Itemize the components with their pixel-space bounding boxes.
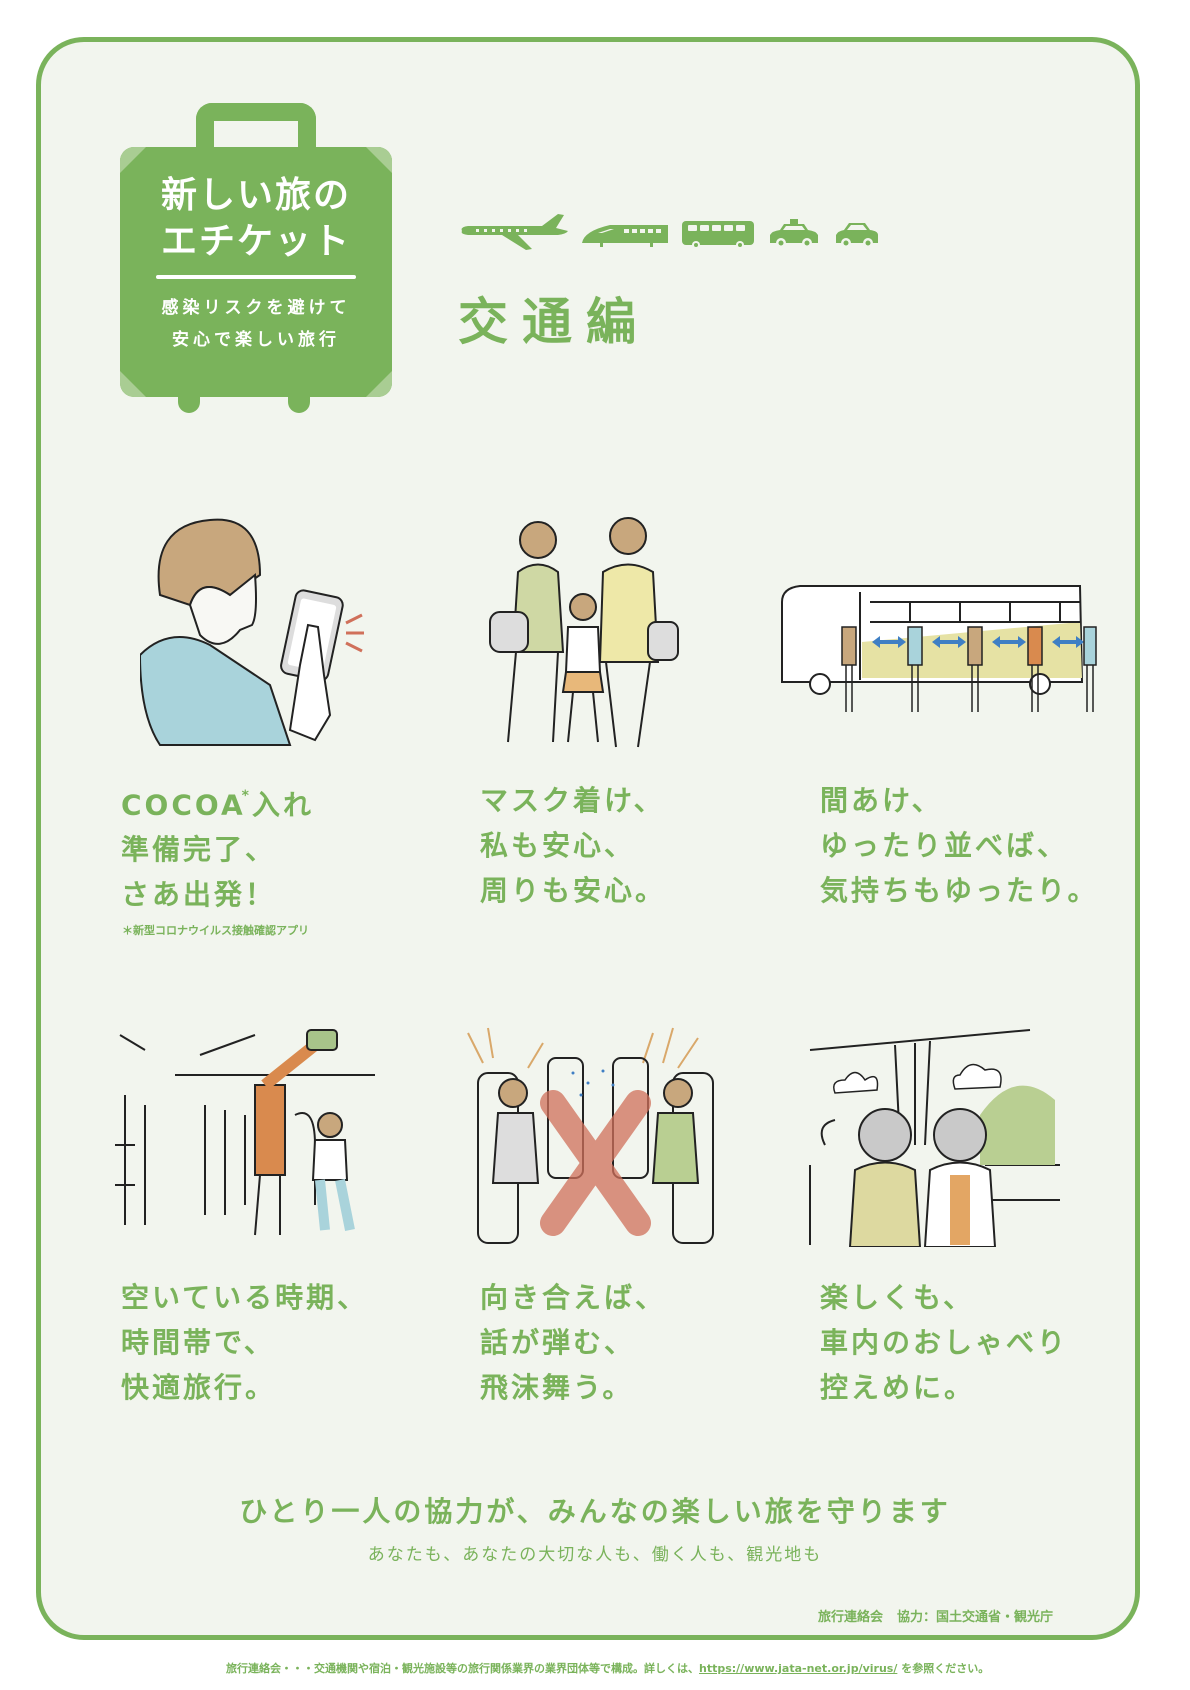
poster-title-line2: エチケット (160, 221, 351, 262)
organization-name: 旅行連絡会 (818, 1610, 884, 1625)
suitcase-body (120, 147, 392, 397)
suitcase-handle-icon (196, 103, 316, 155)
empty-train-cabin-illustration (115, 1029, 375, 1236)
bus-icon (682, 221, 754, 249)
cooperation-credit: 協力：国土交通省・観光庁 (897, 1610, 1054, 1625)
facing-seats-crossed-illustration (467, 1027, 714, 1244)
masked-family-illustration (489, 517, 679, 748)
tip-quiet: 楽しくも、 車内のおしゃべり 控えめに。 (820, 1281, 1069, 1404)
tip-masks: マスク着け、 私も安心、 周りも安心。 (480, 784, 667, 907)
transport-icons (458, 213, 882, 253)
title-divider (156, 275, 356, 279)
tip-off-peak: 空いている時期、 時間帯で、 快適旅行。 (121, 1281, 369, 1404)
tip-no-facing: 向き合えば、 話が弾む、 飛沫舞う。 (480, 1281, 667, 1404)
credits: 旅行連絡会協力：国土交通省・観光庁 (818, 1606, 1053, 1625)
airplane-icon (461, 214, 568, 250)
taxi-icon (770, 219, 818, 248)
footer-note: 旅行連絡会・・・交通機関や宿泊・観光施設等の旅行関係業界の業界団体等で構成。詳し… (226, 1662, 990, 1675)
poster-title-line1: 新しい旅の (160, 175, 351, 216)
poster-subtitle-line1: 感染リスクを避けて (161, 298, 351, 318)
suitcase-wheel-icon (288, 395, 310, 413)
slogan: ひとり一人の協力が、みんなの楽しい旅を守ります (239, 1495, 951, 1528)
quiet-passengers-illustration (809, 1029, 1060, 1247)
section-title: 交通編 (458, 293, 650, 351)
suitcase-logo: 新しい旅の エチケット 感染リスクを避けて 安心で楽しい旅行 (120, 103, 392, 418)
jata-link[interactable]: https://www.jata-net.or.jp/virus/ (699, 1662, 898, 1675)
poster-subtitle-line2: 安心で楽しい旅行 (172, 330, 340, 350)
car-icon (836, 223, 878, 248)
slogan-subtext: あなたも、あなたの大切な人も、働く人も、観光地も (367, 1545, 823, 1565)
bus-queue-illustration (781, 585, 1097, 712)
bullet-train-icon (582, 225, 668, 247)
smartphone-user-illustration (140, 518, 364, 746)
tip-cocoa: COCOA*入れ 準備完了、 さあ出発！ (121, 788, 314, 912)
suitcase-wheel-icon (178, 395, 200, 413)
tip-distance: 間あけ、 ゆったり並べば、 気持ちもゆったり。 (820, 784, 1099, 907)
cocoa-footnote: ＊新型コロナウイルス接触確認アプリ (122, 924, 309, 937)
